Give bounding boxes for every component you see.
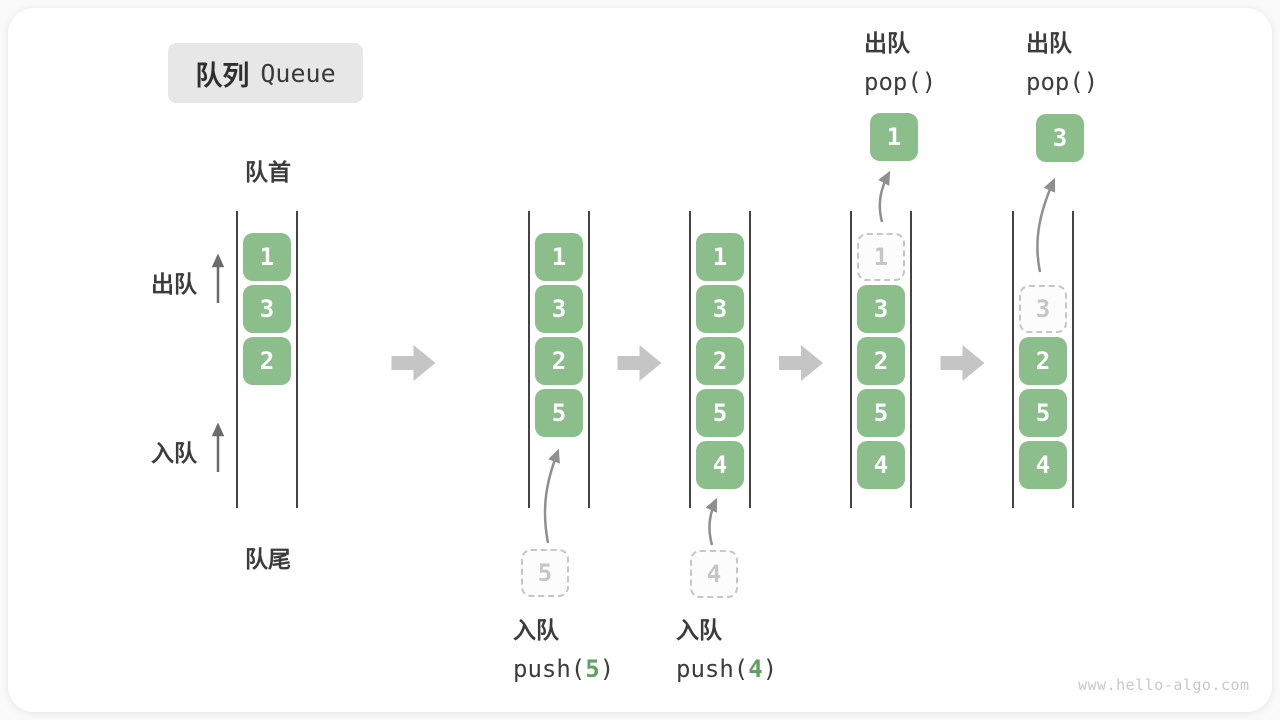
- watermark: www.hello-algo.com: [1078, 676, 1250, 694]
- queue-cell: 4: [696, 441, 744, 489]
- queue-cell: 2: [535, 337, 583, 385]
- queue4-left-line: [850, 211, 852, 508]
- incoming-ghost-cell: 5: [521, 549, 569, 597]
- dequeue-op-q4: 出队 pop(): [864, 28, 936, 97]
- dequeue-op-q5: 出队 pop(): [1026, 28, 1098, 97]
- queue5-left-line: [1012, 211, 1014, 508]
- diagram-card: [8, 8, 1272, 712]
- queue-cell: 4: [857, 441, 905, 489]
- queue-cell: 5: [1019, 389, 1067, 437]
- op-label-zh: 入队: [513, 617, 559, 643]
- title-en: Queue: [260, 58, 336, 88]
- op-arg: 5: [585, 655, 600, 683]
- enqueue-op-push4: 入队 push(4): [676, 615, 777, 684]
- queue1-left-line: [236, 211, 238, 508]
- title-zh: 队列: [195, 60, 250, 91]
- op-arg: 4: [748, 655, 763, 683]
- queue-cell: 1: [696, 233, 744, 281]
- queue-front-label: 队首: [245, 159, 291, 185]
- queue-cell: 2: [243, 337, 291, 385]
- queue-cell: 4: [1019, 441, 1067, 489]
- queue-cell: 3: [857, 285, 905, 333]
- queue5-right-line: [1072, 211, 1074, 508]
- op-label-zh: 出队: [1026, 30, 1072, 56]
- queue-cell: 3: [535, 285, 583, 333]
- op-code: pop(): [864, 68, 937, 96]
- queue-cell: 2: [857, 337, 905, 385]
- popped-ghost-cell: 1: [857, 233, 905, 281]
- queue-cell: 5: [535, 389, 583, 437]
- op-code: push(4): [676, 655, 778, 683]
- op-label-zh: 出队: [864, 30, 910, 56]
- queue3-right-line: [749, 211, 751, 508]
- enqueue-label: 入队: [151, 440, 197, 466]
- queue-cell: 5: [696, 389, 744, 437]
- incoming-ghost-cell: 4: [690, 550, 738, 598]
- queue2-left-line: [528, 211, 530, 508]
- queue-cell: 2: [696, 337, 744, 385]
- dequeue-label: 出队: [151, 271, 197, 297]
- op-label-zh: 入队: [676, 617, 722, 643]
- queue-cell: 1: [243, 233, 291, 281]
- queue2-right-line: [588, 211, 590, 508]
- queue-cell: 3: [696, 285, 744, 333]
- queue3-left-line: [689, 211, 691, 508]
- diagram-title-chip: 队列 Queue: [168, 43, 363, 103]
- popped-ghost-cell: 3: [1019, 285, 1067, 333]
- queue1-right-line: [296, 211, 298, 508]
- enqueue-op-push5: 入队 push(5): [513, 615, 614, 684]
- queue-cell: 2: [1019, 337, 1067, 385]
- queue-cell: 3: [243, 285, 291, 333]
- popped-cell: 1: [870, 113, 918, 161]
- op-code: push(5): [513, 655, 615, 683]
- queue-cell: 5: [857, 389, 905, 437]
- op-code: pop(): [1026, 68, 1099, 96]
- popped-cell: 3: [1036, 114, 1084, 162]
- queue4-right-line: [910, 211, 912, 508]
- queue-rear-label: 队尾: [245, 546, 291, 572]
- queue-cell: 1: [535, 233, 583, 281]
